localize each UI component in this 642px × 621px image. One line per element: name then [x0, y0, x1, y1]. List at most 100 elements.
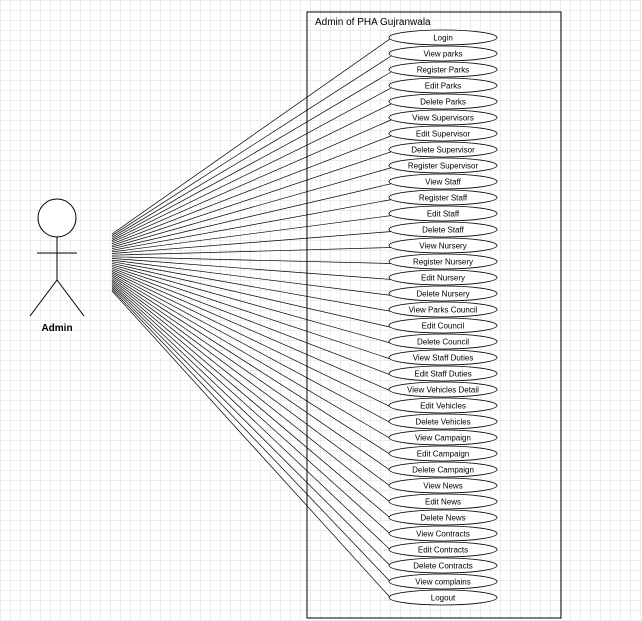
association-line-delete-news	[111, 282, 393, 520]
use-case-label: Register Supervisor	[408, 162, 479, 171]
use-case-edit-parks[interactable]: Edit Parks	[388, 77, 498, 94]
use-case-view-staff-duties[interactable]: View Staff Duties	[388, 349, 498, 366]
use-case-ellipse[interactable]	[388, 157, 498, 174]
association-lines	[111, 37, 393, 600]
use-case-ellipse[interactable]	[388, 317, 498, 334]
use-case-label: Edit Staff Duties	[414, 370, 471, 379]
use-case-register-nursery[interactable]: Register Nursery	[388, 253, 498, 270]
use-case-ellipse[interactable]	[388, 237, 498, 254]
use-case-view-campaign[interactable]: View Campaign	[388, 429, 498, 446]
use-case-ellipse[interactable]	[388, 189, 498, 206]
use-case-delete-news[interactable]: Delete News	[388, 509, 498, 526]
use-case-login[interactable]: Login	[388, 29, 498, 46]
use-case-register-supervisor[interactable]: Register Supervisor	[388, 157, 498, 174]
use-case-label: View Staff	[425, 178, 462, 187]
use-case-label: View Staff Duties	[413, 354, 474, 363]
association-line-view-staff-duties	[111, 266, 393, 360]
use-case-view-supervisors[interactable]: View Supervisors	[388, 109, 498, 126]
use-case-ellipse[interactable]	[388, 509, 498, 526]
use-case-label: Delete Vehicles	[415, 418, 470, 427]
use-case-ellipse[interactable]	[388, 61, 498, 78]
use-case-label: Logout	[431, 594, 456, 603]
use-case-ellipse[interactable]	[388, 285, 498, 302]
use-case-ellipse[interactable]	[388, 93, 498, 110]
use-case-ellipse[interactable]	[388, 365, 498, 382]
use-case-delete-supervisor[interactable]: Delete Supervisor	[388, 141, 498, 158]
use-case-ellipse[interactable]	[388, 381, 498, 398]
use-case-view-news[interactable]: View News	[388, 477, 498, 494]
use-case-label: Login	[433, 34, 453, 43]
use-case-ellipse[interactable]	[388, 413, 498, 430]
use-case-view-nursery[interactable]: View Nursery	[388, 237, 498, 254]
use-case-edit-staff-duties[interactable]: Edit Staff Duties	[388, 365, 498, 382]
actor-left-leg	[29, 279, 58, 317]
use-case-ellipse[interactable]	[388, 253, 498, 270]
use-case-ellipse[interactable]	[388, 109, 498, 126]
use-case-ellipse[interactable]	[388, 477, 498, 494]
use-case-label: Edit Nursery	[421, 274, 465, 283]
use-case-view-parks-council[interactable]: View Parks Council	[388, 301, 498, 318]
use-case-edit-council[interactable]: Edit Council	[388, 317, 498, 334]
use-case-ellipse[interactable]	[388, 333, 498, 350]
use-case-delete-council[interactable]: Delete Council	[388, 333, 498, 350]
use-case-label: Edit News	[425, 498, 461, 507]
use-case-delete-contracts[interactable]: Delete Contracts	[388, 557, 498, 574]
association-line-edit-staff-duties	[111, 267, 393, 376]
use-case-ellipse[interactable]	[388, 269, 498, 286]
use-case-edit-news[interactable]: Edit News	[388, 493, 498, 510]
use-case-register-staff[interactable]: Register Staff	[388, 189, 498, 206]
use-case-ellipse[interactable]	[388, 525, 498, 542]
use-case-edit-nursery[interactable]: Edit Nursery	[388, 269, 498, 286]
use-case-ellipse[interactable]	[388, 573, 498, 590]
association-line-view-campaign	[111, 274, 393, 440]
association-line-edit-supervisor	[111, 135, 393, 245]
use-case-label: Edit Vehicles	[420, 402, 466, 411]
use-case-ellipse[interactable]	[388, 45, 498, 62]
use-case-ellipse[interactable]	[388, 429, 498, 446]
use-case-register-parks[interactable]: Register Parks	[388, 61, 498, 78]
use-case-edit-vehicles[interactable]: Edit Vehicles	[388, 397, 498, 414]
use-case-view-vehicles-detail[interactable]: View Vehicles Detail	[388, 381, 498, 398]
association-line-edit-news	[111, 280, 393, 504]
use-case-ellipse[interactable]	[388, 493, 498, 510]
use-case-ellipse[interactable]	[388, 125, 498, 142]
use-case-delete-vehicles[interactable]: Delete Vehicles	[388, 413, 498, 430]
use-case-ellipse[interactable]	[388, 557, 498, 574]
use-case-view-contracts[interactable]: View Contracts	[388, 525, 498, 542]
use-case-edit-campaign[interactable]: Edit Campaign	[388, 445, 498, 462]
actor-right-leg	[56, 279, 85, 317]
association-line-edit-staff	[111, 215, 393, 253]
use-case-ellipse[interactable]	[388, 301, 498, 318]
use-case-edit-staff[interactable]: Edit Staff	[388, 205, 498, 222]
use-case-label: Delete Contracts	[413, 562, 473, 571]
use-case-delete-parks[interactable]: Delete Parks	[388, 93, 498, 110]
use-case-ellipse[interactable]	[388, 397, 498, 414]
use-case-ellipse[interactable]	[388, 349, 498, 366]
use-case-label: Delete Staff	[422, 226, 464, 235]
use-case-ellipse[interactable]	[388, 29, 498, 46]
use-case-view-staff[interactable]: View Staff	[388, 173, 498, 190]
use-case-ellipse[interactable]	[388, 221, 498, 238]
association-line-delete-contracts	[111, 287, 393, 568]
use-case-delete-campaign[interactable]: Delete Campaign	[388, 461, 498, 478]
association-line-edit-vehicles	[111, 271, 393, 408]
use-case-ellipse[interactable]	[388, 173, 498, 190]
association-line-delete-campaign	[111, 277, 393, 472]
use-case-logout[interactable]: Logout	[388, 589, 498, 606]
use-case-view-complains[interactable]: View complains	[388, 573, 498, 590]
use-case-ellipse[interactable]	[388, 445, 498, 462]
use-case-delete-staff[interactable]: Delete Staff	[388, 221, 498, 238]
use-case-ellipse[interactable]	[388, 461, 498, 478]
use-case-ellipse[interactable]	[388, 141, 498, 158]
use-case-ellipse[interactable]	[388, 77, 498, 94]
use-case-ellipse[interactable]	[388, 589, 498, 606]
use-case-view-parks[interactable]: View parks	[388, 45, 498, 62]
association-line-logout	[111, 290, 393, 600]
use-case-edit-supervisor[interactable]: Edit Supervisor	[388, 125, 498, 142]
association-line-view-staff	[111, 183, 393, 250]
use-case-delete-nursery[interactable]: Delete Nursery	[388, 285, 498, 302]
use-case-edit-contracts[interactable]: Edit Contracts	[388, 541, 498, 558]
use-case-ellipse[interactable]	[388, 205, 498, 222]
use-case-ellipse[interactable]	[388, 541, 498, 558]
